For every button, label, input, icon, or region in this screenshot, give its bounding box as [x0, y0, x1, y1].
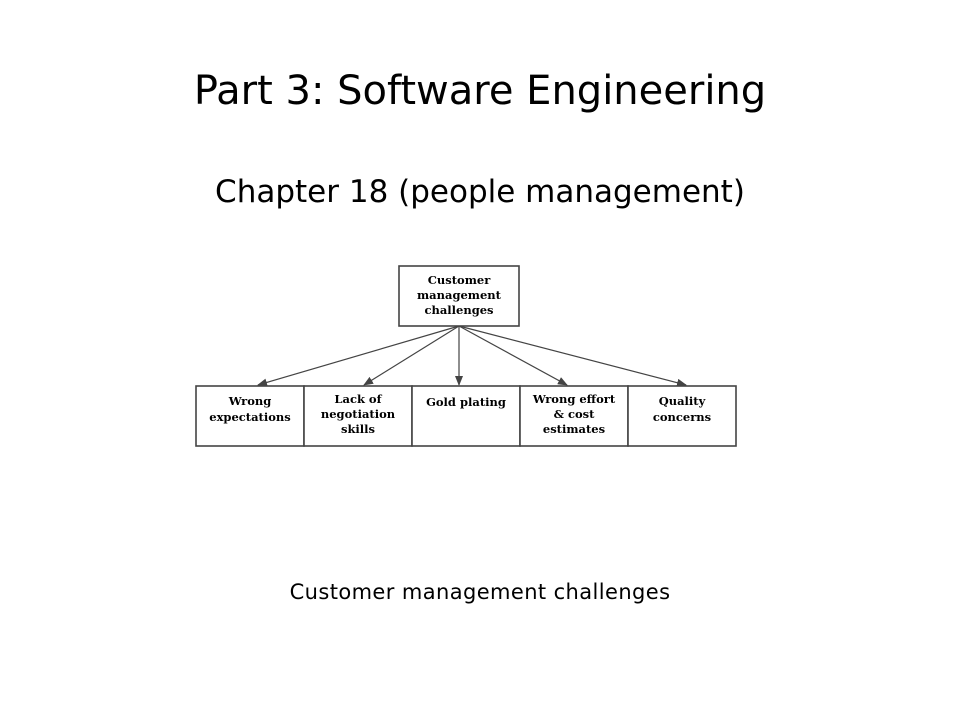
child-node-line: & cost [554, 407, 596, 421]
slide-subtitle: Chapter 18 (people management) [215, 174, 745, 210]
child-node-line: Quality [659, 394, 706, 408]
child-node-line: Gold plating [426, 395, 506, 409]
edge-to-quality-concerns [458, 325, 687, 387]
child-node-negotiation-skills: Lack of negotiation skills [303, 385, 413, 447]
root-node-line: challenges [424, 303, 493, 317]
child-node-quality-concerns: Quality concerns [627, 385, 737, 447]
child-node-line: Wrong [228, 394, 272, 408]
child-node-line: concerns [653, 410, 711, 424]
slide-title: Part 3: Software Engineering [193, 68, 767, 114]
child-node-line: skills [341, 422, 375, 436]
child-node-line: negotiation [321, 407, 396, 421]
child-node-line: expectations [209, 410, 290, 424]
child-node-line: Wrong effort [532, 392, 616, 406]
root-node: Customer management challenges [398, 265, 520, 327]
edge-to-wrong-expectations [257, 325, 460, 387]
child-node-line: estimates [543, 422, 605, 436]
root-node-line: Customer [428, 273, 491, 287]
root-node-line: management [417, 288, 502, 302]
diagram-edges [257, 325, 687, 387]
edge-to-effort-estimates [458, 325, 568, 386]
child-node-wrong-expectations: Wrong expectations [195, 385, 305, 447]
edge-to-negotiation-skills [363, 325, 460, 386]
child-node-effort-estimates: Wrong effort & cost estimates [519, 385, 629, 447]
child-node-line: Lack of [334, 392, 382, 406]
child-node-gold-plating: Gold plating [411, 385, 521, 447]
diagram-caption: Customer management challenges [289, 580, 671, 604]
